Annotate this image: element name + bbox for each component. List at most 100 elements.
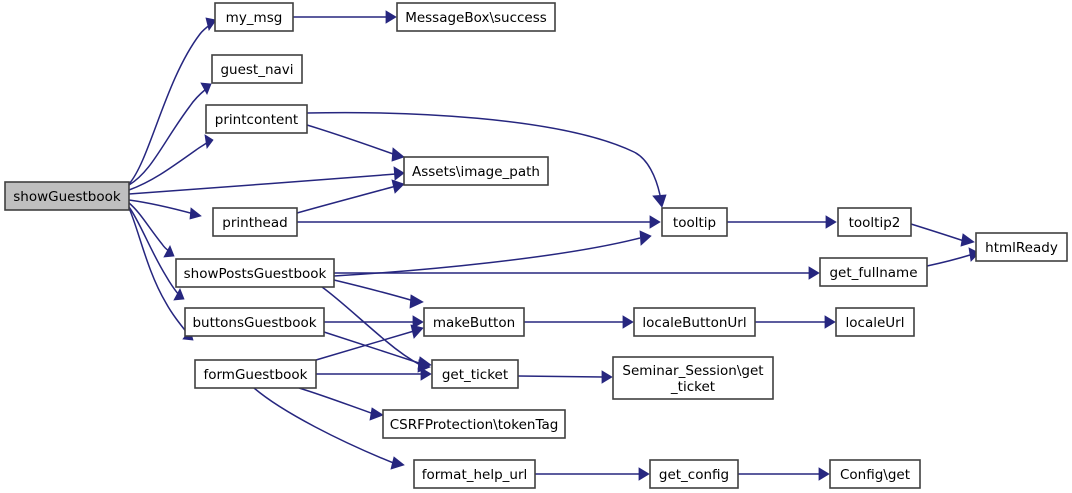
arrowhead-icon [638,467,650,481]
node-showPostsGuestbook[interactable]: showPostsGuestbook [175,258,335,288]
node-buttonsGuestbook[interactable]: buttonsGuestbook [184,307,325,337]
arrowhead-icon [369,407,384,421]
arrowhead-icon [390,456,405,470]
arrowhead-icon [639,230,652,246]
edge-showPostsGuestbook-to-get_fullname [334,266,820,280]
edge-format_help_url-to-get_config [535,467,650,481]
node-box[interactable] [4,181,130,211]
node-box[interactable] [661,207,728,237]
node-label: htmlReady [985,240,1058,256]
arrowhead-icon [204,134,214,150]
node-my_msg[interactable]: my_msg [214,2,294,32]
edge-showGuestbook-to-printcontent [128,134,214,191]
arrowhead-icon [173,288,185,301]
edge-localeButtonUrl-to-localeUrl [755,315,836,329]
node-htmlReady[interactable]: htmlReady [975,232,1068,262]
node-box[interactable] [633,307,756,337]
node-box[interactable] [214,2,294,32]
node-Config_get[interactable]: Config\get [829,459,921,489]
node-label: tooltip [673,215,716,231]
arrowhead-icon [410,324,424,339]
node-format_help_url[interactable]: format_help_url [413,459,536,489]
node-box[interactable] [205,104,308,134]
arrowhead-icon [200,82,212,95]
node-printhead[interactable]: printhead [212,207,298,237]
node-box[interactable] [829,459,921,489]
node-box[interactable] [835,307,915,337]
node-box[interactable] [212,207,298,237]
node-box[interactable] [396,2,556,32]
node-Assets_image_path[interactable]: Assets\image_path [403,156,549,186]
edge-buttonsGuestbook-to-get_ticket [323,331,432,370]
node-label: guest_navi [220,62,293,78]
arrowhead-icon [189,207,202,220]
edge-showGuestbook-to-showPostsGuestbook [128,202,175,258]
node-box[interactable] [175,258,335,288]
node-makeButton[interactable]: makeButton [423,307,525,337]
arrowhead-icon [391,179,405,194]
node-box[interactable] [211,54,303,84]
edge-formGuestbook-to-makeButton [315,324,424,361]
node-label: printhead [222,215,287,231]
nodes-layer: showGuestbook my_msg MessageBox\success gue… [4,2,1068,489]
node-box[interactable] [413,459,536,489]
node-formGuestbook[interactable]: formGuestbook [194,359,317,389]
node-get_ticket[interactable]: get_ticket [431,359,519,389]
edge-showPostsGuestbook-to-tooltip [333,230,652,277]
node-box[interactable] [431,359,519,389]
node-localeUrl[interactable]: localeUrl [835,307,915,337]
node-label: formGuestbook [203,367,307,383]
edge-showGuestbook-to-guest_navi [128,82,212,186]
edge-showGuestbook-to-my_msg [128,17,217,185]
edge-formGuestbook-to-CSRFProtection_tokenTag [298,387,384,421]
node-label: get_config [659,467,729,483]
arrowhead-icon [601,370,613,384]
node-box[interactable] [819,257,928,287]
node-get_fullname[interactable]: get_fullname [819,257,928,287]
arrowhead-icon [393,166,405,181]
node-label: makeButton [433,315,515,331]
node-box[interactable] [612,356,774,400]
node-localeButtonUrl[interactable]: localeButtonUrl [633,307,756,337]
node-get_config[interactable]: get_config [649,459,739,489]
node-Seminar_Session_get_ticket[interactable]: Seminar_Session\get_ticket [612,356,774,400]
edge-my_msg-to-MessageBox_success [293,10,397,24]
node-label: my_msg [226,10,283,26]
node-tooltip2[interactable]: tooltip2 [837,207,912,237]
node-label: CSRFProtection\tokenTag [390,417,559,433]
node-label: Config\get [840,467,910,483]
node-label: Assets\image_path [412,164,540,180]
arrowhead-icon [825,215,837,229]
node-box[interactable] [403,156,549,186]
node-label: showPostsGuestbook [184,266,327,282]
arrowhead-icon [420,367,432,381]
node-box[interactable] [194,359,317,389]
arrowhead-icon [163,245,175,258]
node-box[interactable] [184,307,325,337]
node-label: showGuestbook [13,189,121,205]
edge-formGuestbook-to-format_help_url [253,387,405,470]
node-box[interactable] [975,232,1068,262]
edge-tooltip2-to-htmlReady [910,223,975,247]
node-label: Seminar_Session\get_ticket [622,363,763,395]
node-MessageBox_success[interactable]: MessageBox\success [396,2,556,32]
node-label: buttonsGuestbook [192,315,316,331]
node-printcontent[interactable]: printcontent [205,104,308,134]
node-box[interactable] [382,409,566,439]
node-showGuestbook[interactable]: showGuestbook [4,181,130,211]
node-label: get_ticket [442,367,508,383]
node-box[interactable] [837,207,912,237]
edge-printcontent-to-tooltip [306,111,667,208]
node-label: MessageBox\success [405,10,547,26]
node-label: get_fullname [829,265,917,281]
node-box[interactable] [649,459,739,489]
edge-showGuestbook-to-printhead [128,199,202,220]
arrowhead-icon [652,194,667,208]
node-tooltip[interactable]: tooltip [661,207,728,237]
node-CSRFProtection_tokenTag[interactable]: CSRFProtection\tokenTag [382,409,566,439]
node-label: tooltip2 [849,215,901,231]
node-box[interactable] [423,307,525,337]
arrowhead-icon [968,247,980,262]
node-guest_navi[interactable]: guest_navi [211,54,303,84]
